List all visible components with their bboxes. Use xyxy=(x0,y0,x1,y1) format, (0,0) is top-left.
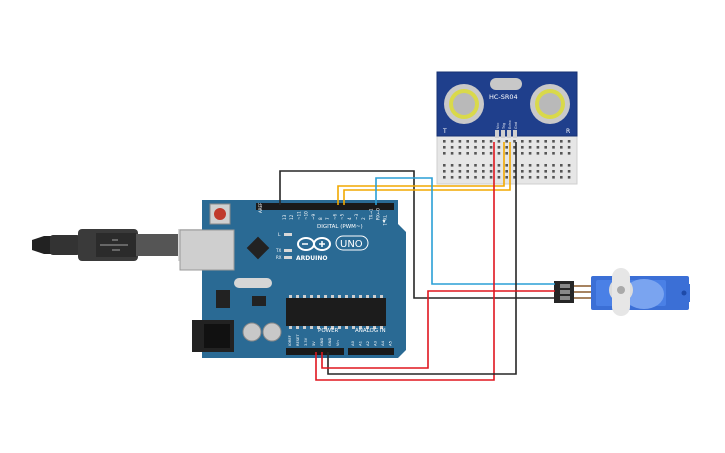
power-pin-label: 3.3V xyxy=(304,337,308,346)
power-label: POWER xyxy=(318,328,339,334)
led-label-l: L xyxy=(278,232,281,238)
digital-pin-label: 2 xyxy=(361,217,366,220)
sensor-marker-r: R xyxy=(566,128,570,135)
power-pin-label: GND xyxy=(320,338,324,346)
power-pin-label: IOREF xyxy=(288,335,292,346)
power-pin-label: GND xyxy=(328,338,332,346)
analog-pin-label: A5 xyxy=(388,340,393,346)
analog-pin-label: A4 xyxy=(380,340,385,346)
digital-pin-label: 13 xyxy=(282,214,287,220)
power-pin-label: 5V xyxy=(312,341,316,346)
brand-label: ARDUINO xyxy=(296,255,327,262)
analog-pin-label: A2 xyxy=(365,340,370,346)
reset-button xyxy=(214,208,226,220)
sensor-pin-label: Echo xyxy=(508,121,512,130)
digital-header xyxy=(256,203,394,210)
digital-pin-label: TX→1 xyxy=(368,208,373,221)
analog-header xyxy=(348,348,394,355)
model-label: UNO xyxy=(340,239,363,250)
digital-label: DIGITAL (PWM~) xyxy=(317,224,363,230)
digital-pin-label: RX←0 xyxy=(376,208,381,220)
digital-pin-label: 4 xyxy=(347,217,352,220)
atmega-chip xyxy=(286,298,386,326)
digital-pin-label: ~9 xyxy=(311,213,316,220)
power-pin-label: Vin xyxy=(336,340,340,346)
power-pin-label: RESET xyxy=(296,334,300,346)
micro-servo xyxy=(554,268,690,316)
sensor-model-label: HC-SR04 xyxy=(489,93,518,101)
analog-pin-label: A1 xyxy=(358,340,363,346)
aref-label: AREF xyxy=(258,202,263,213)
digital-pin-label: ~5 xyxy=(340,213,345,220)
sensor-pin-label: Trig xyxy=(502,123,506,130)
digital-pin-label: ~6 xyxy=(332,213,337,220)
power-header xyxy=(286,348,344,355)
sensor-marker-t: T xyxy=(442,128,447,135)
digital-pin-label: ~11 xyxy=(296,211,301,220)
power-pin-labels: IOREF RESET 3.3V 5V GND GND Vin xyxy=(288,334,340,346)
wire-servo-vcc xyxy=(321,290,555,369)
wire-servo-signal xyxy=(375,177,555,285)
digital-pin-label: 7 xyxy=(325,217,330,220)
digital-pin-label: ~3 xyxy=(354,213,359,220)
wire-sensor-vcc xyxy=(315,142,495,381)
crystal xyxy=(234,278,272,288)
digital-pin-label: 12 xyxy=(289,214,294,220)
analog-pin-label: A0 xyxy=(350,340,355,346)
arduino-logo xyxy=(297,237,331,251)
label-tx: TX▶1 xyxy=(382,214,387,226)
analog-label: ANALOG IN xyxy=(355,328,386,334)
digital-pin-label: 8 xyxy=(318,217,323,220)
wire-trig xyxy=(337,142,505,205)
wire-echo xyxy=(343,142,511,205)
sensor-crystal xyxy=(490,78,522,90)
sensor-pin-label: Gnd xyxy=(514,122,518,129)
wire-gnd-servo xyxy=(279,170,555,299)
led-label-tx: TX xyxy=(275,248,281,253)
wires xyxy=(279,142,555,381)
digital-pin-label: ~10 xyxy=(304,211,309,220)
sensor-pin-label: Vcc xyxy=(496,123,500,129)
analog-pin-label: A3 xyxy=(373,340,378,346)
led-label-rx: RX xyxy=(276,255,282,260)
wire-sensor-gnd xyxy=(327,142,517,375)
